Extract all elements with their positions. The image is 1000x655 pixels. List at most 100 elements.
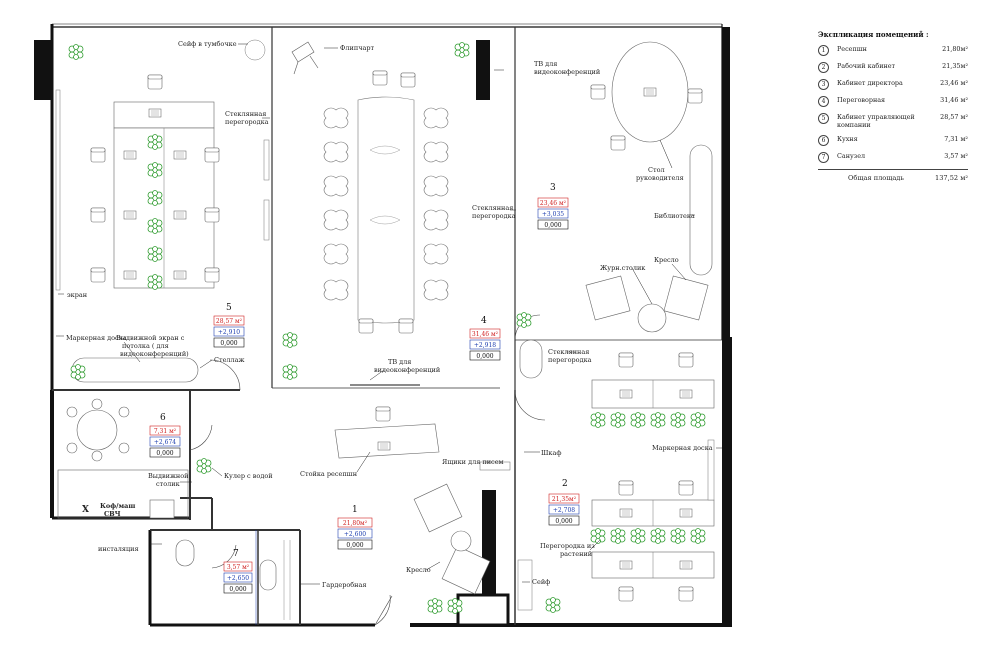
room-schedule-name: Кабинет директора xyxy=(837,79,903,87)
label-pull-table-2: столик xyxy=(156,480,180,488)
room-7-tag: 3,57 м² +2,650 0,000 xyxy=(223,561,253,594)
label-glass-partition-b-2: перегородка xyxy=(472,212,516,220)
label-plant-partition-1: Перегородка из xyxy=(540,542,595,550)
svg-text:+2,708: +2,708 xyxy=(553,507,575,514)
room-schedule-area: 23,46 м² xyxy=(940,79,968,87)
label-screen: экран xyxy=(67,291,87,299)
label-tv-conf-bottom-1: ТВ для xyxy=(388,358,411,366)
label-wardrobe-room: Гардеробная xyxy=(322,581,366,589)
room-6-tag: 7,31 м² +2,674 0,000 xyxy=(149,425,181,458)
room2-furniture xyxy=(517,352,715,613)
room-schedule-row: 1 Ресепшн 21,80м² xyxy=(818,45,968,56)
svg-text:23,46 м²: 23,46 м² xyxy=(540,200,567,207)
svg-text:7,31 м²: 7,31 м² xyxy=(154,428,177,435)
svg-text:0,000: 0,000 xyxy=(555,518,572,525)
room-schedule-number: 3 xyxy=(818,79,829,90)
room-schedule-number: 1 xyxy=(818,45,829,56)
room-4-tag: 31,46 м² +2,918 0,000 xyxy=(469,328,501,361)
room-schedule: Экспликация помещений : 1 Ресепшн 21,80м² 2… xyxy=(818,30,968,182)
svg-text:3,57 м²: 3,57 м² xyxy=(227,564,250,571)
walls xyxy=(34,23,732,627)
room1-furniture xyxy=(196,406,511,614)
room4-furniture xyxy=(291,41,449,386)
room-schedule-area: 31,46 м² xyxy=(940,96,968,104)
room-schedule-name: Кухня xyxy=(837,135,858,143)
room-schedule-row: 7 Санузел 3,57 м² xyxy=(818,152,968,163)
label-coffee-table: Журн.столик xyxy=(600,264,645,272)
room-schedule-area: 21,35м² xyxy=(942,62,968,70)
room-3-tag: 23,46 м² +3,035 0,000 xyxy=(537,197,569,230)
svg-text:0,000: 0,000 xyxy=(220,340,237,347)
room-2-number: 2 xyxy=(562,479,568,489)
label-flipchart: Флипчарт xyxy=(340,44,375,52)
room3-furniture xyxy=(516,41,713,379)
label-wardrobe-top: Шкаф xyxy=(541,449,561,457)
svg-text:+2,600: +2,600 xyxy=(344,531,366,538)
room-schedule-title: Экспликация помещений : xyxy=(818,30,929,39)
label-plant-partition-2: растений xyxy=(560,550,592,558)
room-schedule-number: 7 xyxy=(818,152,829,163)
room-schedule-row: 4 Переговорная 31,46 м² xyxy=(818,96,968,107)
label-armchair-bottom: Кресло xyxy=(406,566,431,574)
label-x-mark: X xyxy=(82,505,89,515)
label-glass-partition-c-1: Стеклянная xyxy=(548,348,589,356)
room-schedule-area: 28,57 м² xyxy=(940,113,968,121)
svg-text:0,000: 0,000 xyxy=(544,222,561,229)
room-schedule-number: 4 xyxy=(818,96,829,107)
label-library: Библиотека xyxy=(654,212,695,220)
svg-text:0,000: 0,000 xyxy=(346,542,363,549)
label-pull-screen-1: Выдвижной экран с xyxy=(116,334,185,342)
room-1-number: 1 xyxy=(352,505,358,515)
label-pull-screen-3: видеоконференций) xyxy=(120,350,189,358)
room-schedule-total: Общая площадь 137,52 м² xyxy=(818,169,968,182)
label-marker-board-right: Маркерная доска xyxy=(652,444,713,452)
svg-text:+2,918: +2,918 xyxy=(474,342,496,349)
label-director-desk-1: Стол xyxy=(648,166,665,174)
label-reception-desk: Стойка ресепшн xyxy=(300,470,357,478)
svg-text:+2,650: +2,650 xyxy=(227,575,249,582)
room6-furniture xyxy=(57,398,189,519)
room-schedule-row: 5 Кабинет управляющей компании 28,57 м² xyxy=(818,113,968,129)
label-installation: инсталяция xyxy=(98,545,139,553)
room-6-number: 6 xyxy=(160,413,166,423)
room-schedule-area: 7,31 м² xyxy=(944,135,968,143)
room-schedule-number: 6 xyxy=(818,135,829,146)
label-pull-screen-2: потолка ( для xyxy=(122,342,169,350)
svg-text:21,35м²: 21,35м² xyxy=(552,496,577,503)
room-5-number: 5 xyxy=(226,303,232,313)
label-glass-partition-c-2: перегородка xyxy=(548,356,592,364)
room-4-number: 4 xyxy=(481,316,487,326)
room-3-number: 3 xyxy=(550,183,556,193)
room-schedule-number: 5 xyxy=(818,113,829,124)
room5-furniture xyxy=(55,39,470,383)
annotations: Сейф в тумбочке Флипчарт ТВ для видеокон… xyxy=(66,40,713,589)
label-glass-partition-a-1: Стеклянная xyxy=(225,110,266,118)
room-schedule-area: 3,57 м² xyxy=(944,152,968,160)
label-tv-conf-bottom-2: видеоконференций xyxy=(374,366,440,374)
room-schedule-name: Санузел xyxy=(837,152,866,160)
room-schedule-name: Рабочий кабинет xyxy=(837,62,896,70)
svg-text:0,000: 0,000 xyxy=(229,586,246,593)
svg-text:31,46 м²: 31,46 м² xyxy=(472,331,499,338)
room-schedule-row: 3 Кабинет директора 23,46 м² xyxy=(818,79,968,90)
label-director-desk-2: руководителя xyxy=(636,174,684,182)
room-2-tag: 21,35м² +2,708 0,000 xyxy=(548,493,580,526)
room-schedule-name: Ресепшн xyxy=(837,45,867,53)
room-7-number: 7 xyxy=(233,549,239,559)
svg-text:0,000: 0,000 xyxy=(156,450,173,457)
label-coffee-2: СВЧ xyxy=(104,510,121,518)
label-tv-conf-top-2: видеоконференций xyxy=(534,68,600,76)
room-schedule-name: Кабинет управляющей компании xyxy=(837,113,915,129)
label-mailbox: Ящики для писем xyxy=(442,458,504,466)
room7-fixtures xyxy=(175,530,291,625)
label-safe-bottom: Сейф xyxy=(532,578,550,586)
label-armchair-right: Кресло xyxy=(654,256,679,264)
room-schedule-area: 21,80м² xyxy=(942,45,968,53)
room-numbers: 1 2 3 4 5 6 7 xyxy=(160,183,568,559)
room-1-tag: 21,80м² +2,600 0,000 xyxy=(337,517,373,550)
svg-text:0,000: 0,000 xyxy=(476,353,493,360)
room-schedule-name: Переговорная xyxy=(837,96,886,104)
